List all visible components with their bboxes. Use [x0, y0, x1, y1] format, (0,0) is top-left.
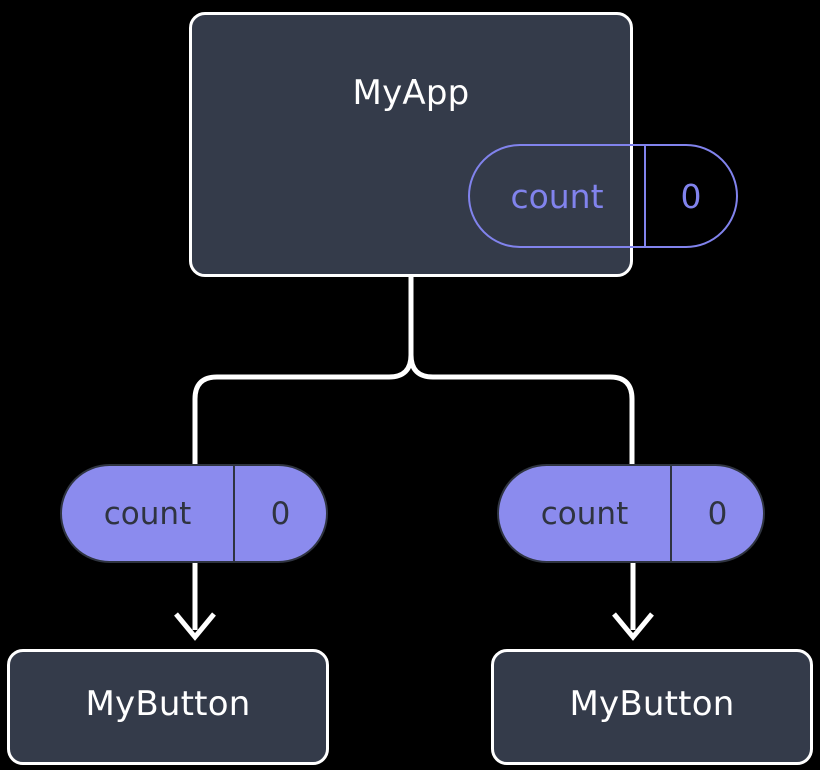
connector-branch-right: [408, 274, 635, 473]
state-pill-value-myapp: 0: [680, 176, 702, 216]
prop-pill-right[interactable]: count 0: [497, 464, 765, 563]
prop-pill-left[interactable]: count 0: [60, 464, 328, 563]
component-label-mybutton-left: MyButton: [85, 684, 251, 724]
state-pill-key-myapp: count: [470, 146, 646, 246]
arrow-head-right: [612, 612, 654, 641]
connector-branch-left: [192, 274, 414, 473]
prop-pill-key-right: count: [499, 466, 672, 561]
prop-pill-key-left: count: [62, 466, 235, 561]
component-node-myapp[interactable]: MyApp count 0: [189, 12, 738, 277]
prop-pill-value-left: 0: [270, 495, 291, 532]
state-pill-myapp[interactable]: count 0: [468, 144, 738, 248]
prop-pill-value-right: 0: [707, 495, 728, 532]
arrow-head-left: [174, 612, 216, 641]
component-label-myapp: MyApp: [352, 73, 470, 113]
component-label-mybutton-right: MyButton: [569, 684, 735, 724]
component-node-mybutton-right[interactable]: MyButton: [491, 649, 813, 765]
component-node-mybutton-left[interactable]: MyButton: [7, 649, 329, 765]
